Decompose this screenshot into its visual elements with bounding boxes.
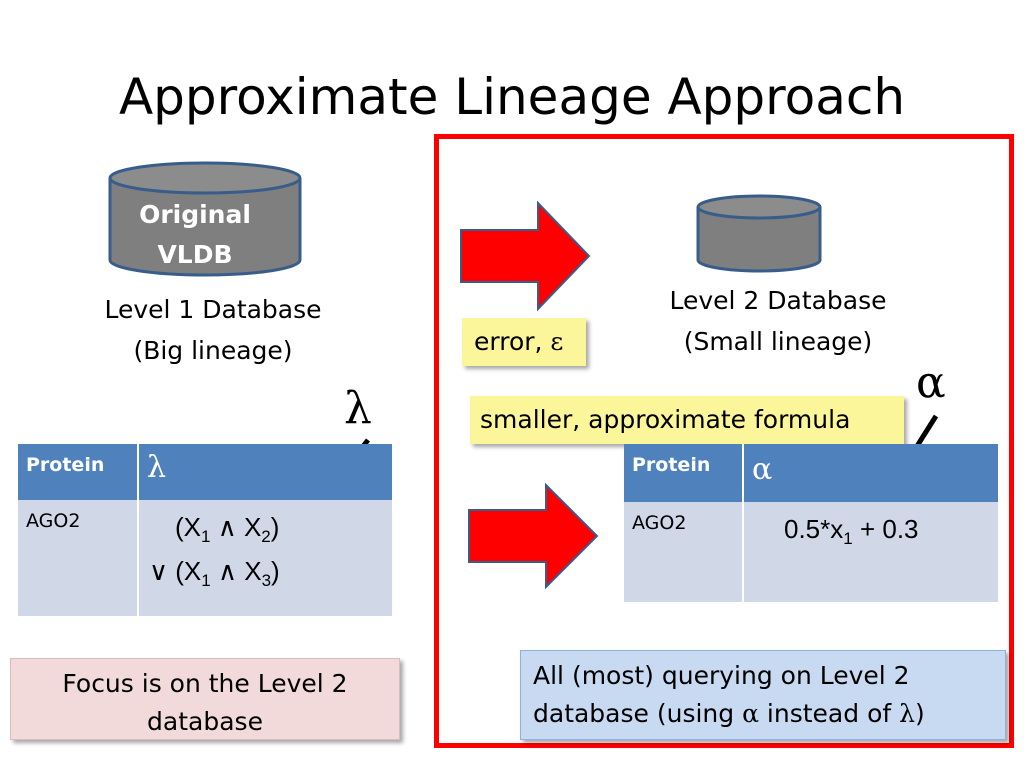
protein-cell: AGO2 <box>18 500 139 616</box>
cylinder-label-line1: Original <box>139 200 251 229</box>
formula-line2: ∨ (X1 ∧ X3) <box>149 556 280 591</box>
slide-title: Approximate Lineage Approach <box>118 68 906 126</box>
formula-line1: (X1 ∧ X2) <box>175 512 280 547</box>
level2-lineage-table: Protein α AGO2 0.5*x1 + 0.3 <box>624 444 998 602</box>
error-text: error, <box>474 327 551 356</box>
level2-database-cylinder-icon <box>696 194 822 273</box>
alpha-label: α <box>916 357 946 408</box>
focus-note-line1: Focus is on the Level 2 <box>62 669 348 698</box>
protein-header: Protein <box>18 444 139 500</box>
focus-note: Focus is on the Level 2 database <box>10 658 400 740</box>
approx-formula: 0.5*x1 + 0.3 <box>784 514 919 549</box>
table-row: AGO2 0.5*x1 + 0.3 <box>624 502 998 602</box>
lambda-header: λ <box>138 444 392 500</box>
approx-formula-cell: 0.5*x1 + 0.3 <box>743 502 998 602</box>
level2-caption-line1: Level 2 Database <box>669 286 887 315</box>
querying-note-line1: All (most) querying on Level 2 <box>533 661 910 690</box>
focus-note-line2: database <box>147 707 263 736</box>
cylinder-label-line2: VLDB <box>157 240 233 269</box>
level2-caption-line2: (Small lineage) <box>683 327 873 356</box>
original-vldb-cylinder-icon <box>108 161 302 277</box>
lambda-header-symbol: λ <box>147 450 167 485</box>
query-arrow-icon <box>468 482 599 590</box>
protein-header: Protein <box>624 444 744 502</box>
protein-cell: AGO2 <box>624 502 744 602</box>
table-header-row: Protein α <box>624 444 998 502</box>
table-header-row: Protein λ <box>18 444 392 500</box>
lambda-label: λ <box>344 383 372 434</box>
level1-caption-line1: Level 1 Database <box>104 295 322 324</box>
level1-caption-line2: (Big lineage) <box>133 336 293 365</box>
level2-highlight-frame <box>434 134 1014 748</box>
querying-note-line2: database (using α instead of λ) <box>533 699 925 728</box>
reduction-arrow-icon <box>460 200 591 312</box>
alpha-inline-symbol: α <box>742 699 759 728</box>
approximate-formula-label: smaller, approximate formula <box>470 396 904 444</box>
level1-caption: Level 1 Database (Big lineage) <box>80 289 346 371</box>
table-row: AGO2 (X1 ∧ X2) ∨ (X1 ∧ X3) <box>18 500 392 616</box>
level1-lineage-table: Protein λ AGO2 (X1 ∧ X2) ∨ (X1 ∧ X3) <box>18 444 392 616</box>
level2-caption: Level 2 Database (Small lineage) <box>640 280 916 362</box>
alpha-header-symbol: α <box>752 452 773 487</box>
error-label: error, ε <box>462 318 586 366</box>
alpha-header: α <box>743 444 998 502</box>
lineage-formula-cell: (X1 ∧ X2) ∨ (X1 ∧ X3) <box>138 500 392 616</box>
epsilon-symbol: ε <box>550 327 564 356</box>
cylinder-label: Original VLDB <box>107 195 283 275</box>
lambda-inline-symbol: λ <box>899 699 915 728</box>
querying-note: All (most) querying on Level 2 database … <box>520 650 1006 740</box>
